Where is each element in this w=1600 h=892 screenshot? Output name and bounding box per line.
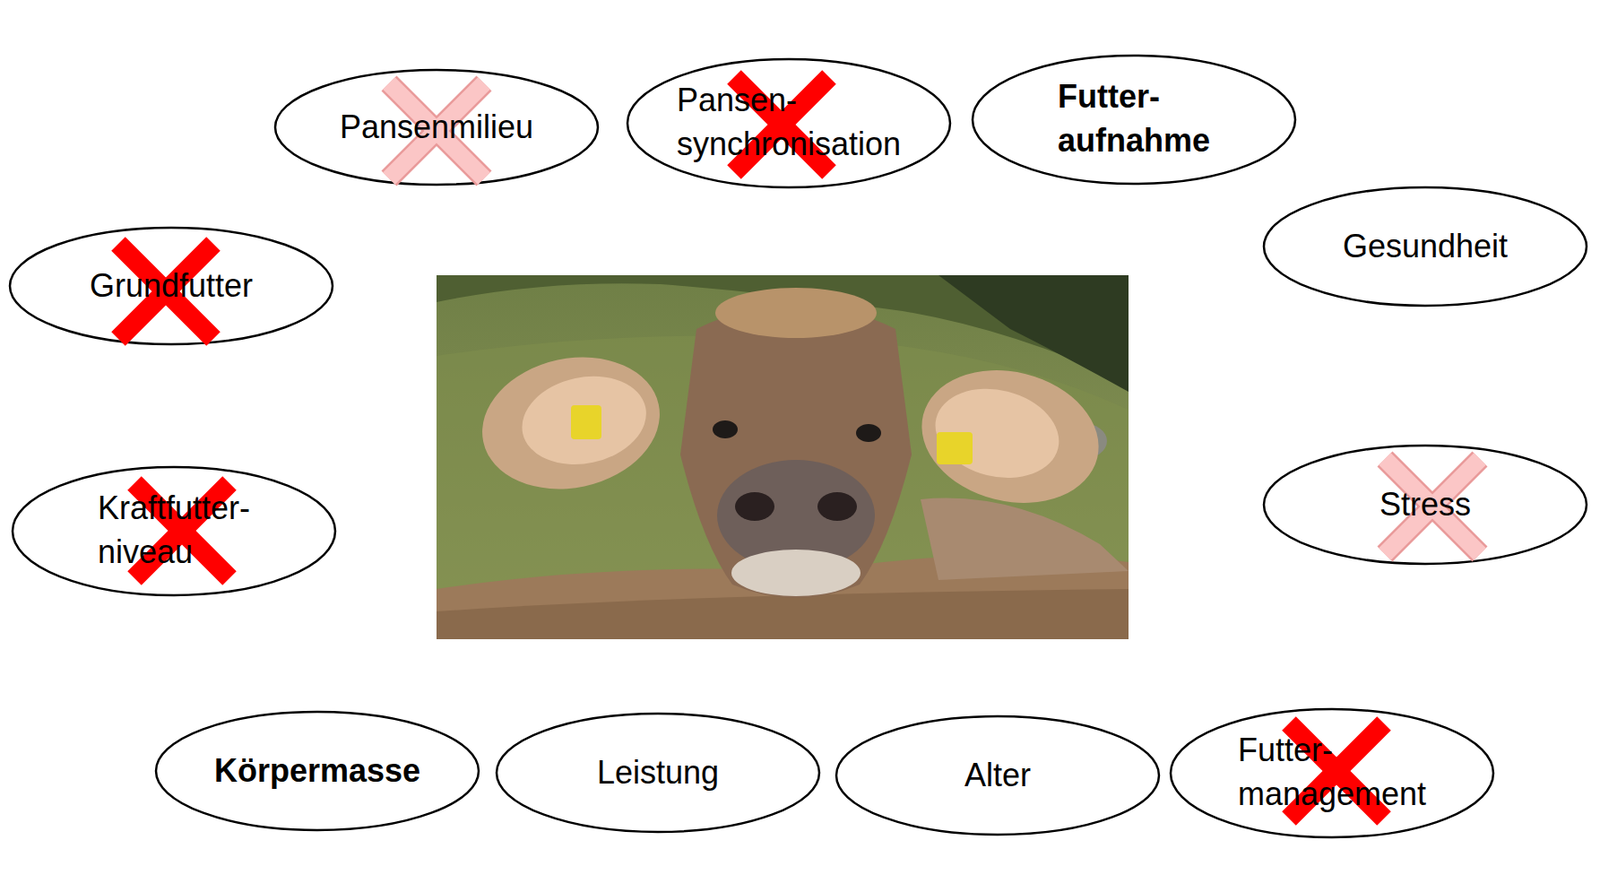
photo-shape: [817, 492, 857, 521]
ellipse-shape: [155, 711, 479, 831]
node-label: Pansen- synchronisation: [676, 78, 901, 166]
ellipse-node: Gesundheit: [1262, 185, 1589, 308]
node-label: Körpermasse: [214, 749, 421, 794]
photo-shape: [715, 287, 877, 338]
ellipse-shape: [496, 713, 820, 832]
ellipse-shape: [627, 59, 951, 188]
node-label: Leistung: [596, 751, 719, 796]
node-label: Futter- aufnahme: [1057, 75, 1211, 163]
node-label: Alter: [964, 753, 1031, 798]
ellipse-shape: [1263, 187, 1587, 306]
ellipse-outline: [970, 53, 1298, 186]
ellipse-shape: [1263, 445, 1587, 564]
photo-shape: [513, 364, 655, 476]
ellipse-shape: [12, 467, 336, 596]
node-label: Stress: [1379, 483, 1471, 528]
photo-shape: [712, 420, 738, 439]
ellipse-shape: [9, 227, 333, 345]
photo-shape: [908, 352, 1114, 521]
ellipse-shape: [1170, 709, 1494, 838]
cow-photo: [436, 275, 1129, 640]
node-label: Grundfutter: [89, 264, 253, 309]
node-label: Pansenmilieu: [339, 105, 534, 150]
photo-shape: [925, 376, 1069, 491]
photo-shape: [731, 549, 861, 597]
ellipse-node: Grundfutter: [8, 225, 335, 346]
node-label: Gesundheit: [1342, 224, 1508, 269]
ellipse-node: Futter- aufnahme: [970, 53, 1298, 186]
node-label: Futter- management: [1237, 728, 1427, 816]
ellipse-shape: [972, 55, 1296, 184]
ellipse-node: Pansenmilieu: [273, 68, 600, 187]
photo-shape: [570, 405, 602, 440]
ellipse-node: Futter- management: [1168, 707, 1496, 839]
ellipse-node: Alter: [834, 714, 1161, 837]
photo-shape: [469, 341, 673, 505]
photo-shape: [436, 275, 1129, 640]
ellipse-node: Leistung: [494, 711, 822, 834]
ellipse-node: Pansen- synchronisation: [625, 57, 952, 190]
ellipse-node: Stress: [1262, 443, 1589, 566]
ellipse-node: Körpermasse: [154, 709, 481, 832]
photo-shape: [856, 423, 882, 442]
node-label: Kraftfutter- niveau: [97, 486, 251, 574]
ellipse-shape: [836, 716, 1159, 835]
ellipse-shape: [275, 69, 598, 185]
photo-shape: [936, 432, 973, 465]
photo-shape: [908, 352, 1114, 521]
photo-shape: [680, 304, 912, 599]
photo-shape: [735, 492, 775, 521]
ellipse-node: Kraftfutter- niveau: [10, 465, 338, 597]
photo-shape: [920, 498, 1129, 580]
photo-shape: [469, 341, 673, 505]
